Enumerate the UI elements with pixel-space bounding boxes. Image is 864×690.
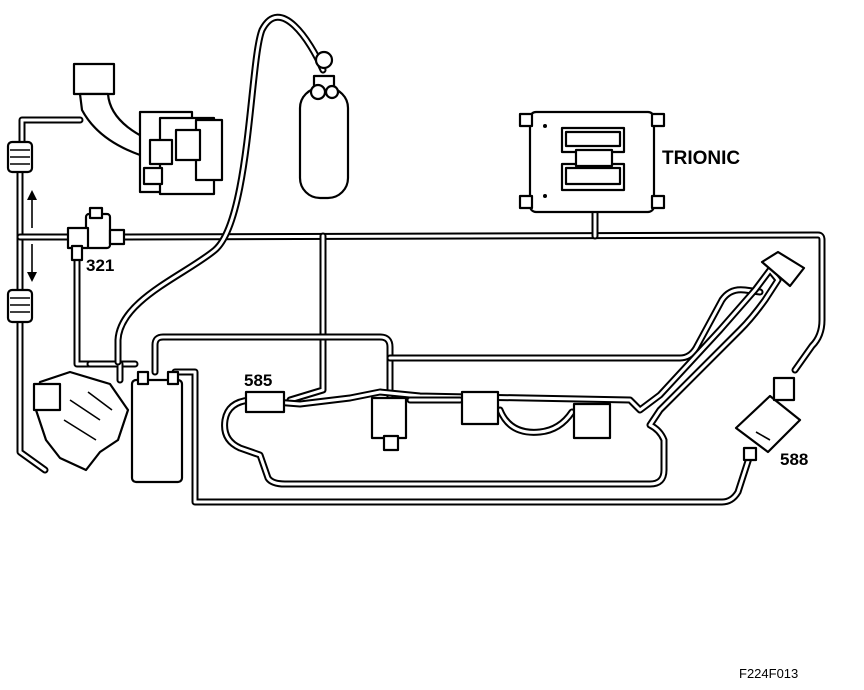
component-585 [244,390,286,414]
fuel-level-sensor [460,390,500,426]
fuel-sender-unit [572,402,612,440]
valve-321 [66,206,126,262]
component-585-label: 585 [244,371,273,390]
hose-coil-upper [6,140,34,174]
gauge-icon [314,50,334,70]
fuel-pump-module [370,396,408,440]
filler-neck [760,250,806,288]
component-588 [734,376,802,462]
flow-arrow-down-icon [27,244,37,282]
trionic-ecu [518,110,666,214]
component-588-label: 588 [780,450,809,469]
flow-arrow-up-icon [27,190,37,228]
component-321-label: 321 [86,256,115,275]
gas-bottle [298,50,350,200]
charcoal-canister [130,370,184,484]
hose-network [16,13,826,506]
hose-coil-lower [6,288,34,324]
trionic-label: TRIONIC [662,148,741,169]
figure-code: F224F013 [739,666,799,681]
fuel-tank [221,250,806,488]
turbocharger [72,62,224,196]
intake-manifold [32,370,130,472]
